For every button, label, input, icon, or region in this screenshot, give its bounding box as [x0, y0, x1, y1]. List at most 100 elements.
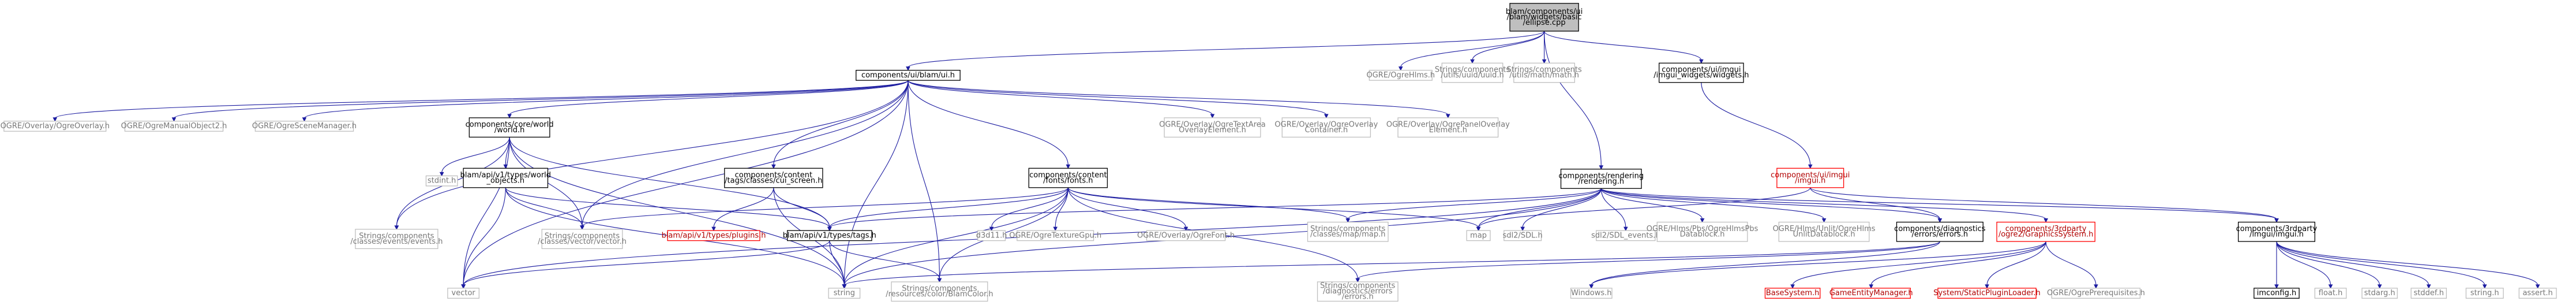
edge-arrowhead [1398, 66, 1403, 71]
node-box [3, 121, 107, 132]
edge-line [1478, 187, 1811, 228]
file-node-pluginsh[interactable]: blam/api/v1/types/plugins.h [662, 230, 766, 241]
node-label-line: GameEntityManager.h [1829, 289, 1913, 297]
dependency-edge [2045, 241, 2098, 289]
edge-arrowhead [711, 226, 716, 232]
dependency-edge [302, 80, 909, 122]
edge-line [829, 240, 940, 280]
dependency-edge [2276, 241, 2540, 289]
edge-line [505, 187, 583, 226]
file-node-imwidgets[interactable]: components/ui/imgui/imgui_widgets/widget… [1653, 62, 1749, 83]
node-label-line: Strings/components [1310, 225, 1385, 233]
node-box [2314, 288, 2347, 299]
edge-arrowhead [1520, 226, 1525, 232]
edge-arrowhead [2377, 284, 2382, 289]
node-label-line: components/3rdparty [2236, 225, 2318, 233]
node-box [891, 281, 988, 302]
file-node-basesystem[interactable]: BaseSystem.h [1764, 288, 1821, 299]
edge-arrowhead [1808, 164, 1813, 169]
file-node-root[interactable]: blam/components/ui/blam/widgets/basic/el… [1506, 3, 1583, 32]
edge-arrowhead [1345, 218, 1351, 223]
file-node-imconfig[interactable]: imconfig.h [2253, 288, 2300, 299]
edge-line [582, 80, 909, 226]
file-node-vector: vector [447, 288, 480, 299]
edge-line [908, 80, 1068, 166]
dependency-edge [906, 31, 1545, 71]
file-node-overlayh: OGRE/Overlay/OgreOverlay.h [1, 121, 110, 132]
file-node-sdl: sdl2/SDL.h [1503, 230, 1543, 241]
edge-line [2276, 241, 2380, 285]
file-node-diagerrors[interactable]: components/diagnostics/errors/errors.h [1894, 221, 1986, 242]
node-label-line: /ellipse.cpp [1523, 18, 1566, 27]
dependency-edge [711, 187, 774, 232]
edge-line [509, 137, 830, 228]
file-node-d3d11: d3d11.h [976, 230, 1007, 241]
node-box [856, 69, 961, 81]
dependency-edge [53, 80, 909, 122]
file-node-worldh[interactable]: components/core/world/world.h [466, 117, 554, 138]
node-box [1560, 169, 1642, 189]
file-node-windows: Windows.h [1570, 288, 1613, 299]
node-box [2253, 288, 2300, 299]
file-node-cvscreen[interactable]: components/content/tags/classes/cui_scre… [724, 168, 823, 188]
edge-line [908, 80, 940, 279]
node-label-line: /imgui_widgets/widgets.h [1653, 71, 1749, 80]
file-node-blamh[interactable]: components/ui/blam/ui.h [856, 69, 961, 81]
dependency-edge [1067, 187, 1481, 232]
node-label-line: Strings/components [545, 232, 620, 240]
node-label-line: sdl2/SDL_events.h [1591, 231, 1660, 240]
edge-line [1067, 187, 1348, 220]
node-label-line: float.h [2319, 289, 2343, 297]
dependency-edge [1600, 188, 2048, 223]
file-node-staticplugin[interactable]: System/StaticPluginLoader.h [1933, 288, 2041, 299]
edge-line [1478, 188, 1602, 228]
file-node-eventsh: Strings/components/classes/events/events… [350, 229, 443, 250]
node-box [254, 121, 354, 132]
file-node-ogreprereq: OGRE/OgrePrerequisites.h [2047, 288, 2145, 299]
node-label-line: Strings/components [1506, 66, 1581, 75]
dependency-edge [1345, 188, 1602, 223]
node-label-line: Container.h [1305, 126, 1348, 135]
file-node-tagsh[interactable]: blam/api/v1/types/tags.h [783, 230, 876, 241]
edge-line [509, 137, 845, 285]
edge-line [1810, 187, 1940, 220]
dependency-edge [2276, 241, 2382, 289]
file-node-renderingh[interactable]: components/rendering/rendering.h [1558, 169, 1644, 189]
node-label-line: _objects.h [486, 176, 524, 185]
node-box [1656, 221, 1748, 242]
edge-arrowhead [2094, 284, 2098, 289]
node-box [468, 117, 550, 138]
node-box [2465, 288, 2504, 299]
node-label-line: OGRE/OgreManualObject2.h [121, 122, 227, 131]
node-label-line: components/ui/imgui [1662, 66, 1741, 75]
dependency-edge [1544, 31, 1604, 170]
edge-line [843, 187, 1068, 285]
dependency-edge [1589, 241, 2046, 289]
file-node-graphicssystem[interactable]: components/3rdparty/ogre2/GraphicsSystem… [1996, 221, 2095, 242]
dependency-edge [2276, 241, 2431, 289]
dependency-edge [908, 80, 942, 283]
node-box [1441, 62, 1503, 83]
node-box [1307, 221, 1389, 242]
edge-line [1600, 188, 2277, 220]
edge-line [1067, 187, 1187, 228]
edge-arrowhead [2426, 284, 2431, 289]
file-node-imgui3rd[interactable]: components/3rdparty/imgui/imgui.h [2236, 221, 2318, 242]
file-node-fontsh[interactable]: components/content/fonts/fonts.h [1028, 168, 1108, 188]
node-box [1513, 62, 1576, 83]
node-label-line: blam/api/v1/types/world [460, 171, 551, 180]
node-box [2361, 288, 2398, 299]
edge-line [1600, 188, 1626, 228]
dependency-edge [1985, 241, 2046, 289]
node-label-line: /blam/widgets/basic [1507, 13, 1582, 21]
node-layer: blam/components/ui/blam/widgets/basic/el… [1, 3, 2557, 302]
edge-line [2045, 241, 2097, 285]
node-label-line: /classes/events/events.h [350, 237, 443, 246]
node-label-line: Strings/components [1320, 282, 1395, 291]
edge-arrowhead [1066, 164, 1071, 169]
node-label-line: stdarg.h [2364, 289, 2395, 297]
file-node-gameentitymgr[interactable]: GameEntityManager.h [1829, 288, 1913, 299]
file-node-imguih[interactable]: components/ui/imgui/imgui.h [1771, 168, 1850, 188]
file-node-worldobjects[interactable]: blam/api/v1/types/world_objects.h [460, 168, 551, 188]
